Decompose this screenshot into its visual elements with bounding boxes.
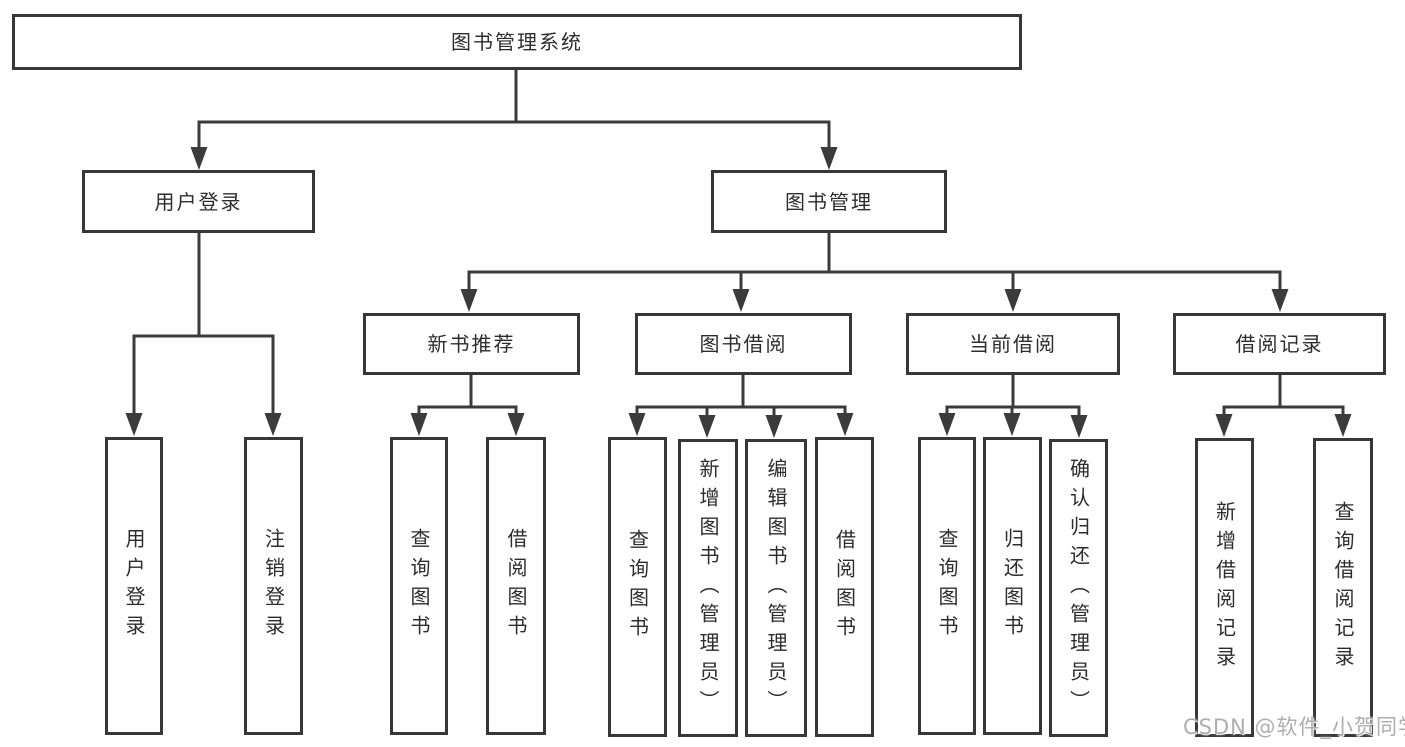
node-new-book-recommend: 新书推荐 [363, 313, 580, 375]
leaf-newbook-borrow-books: 借阅图书 [486, 437, 546, 735]
node-label: 新书推荐 [427, 332, 516, 356]
node-borrow-records: 借阅记录 [1173, 313, 1386, 375]
leaf-borrow-edit-books-admin: 编辑图书（管理员） [745, 439, 807, 737]
node-label: 图书借阅 [699, 332, 788, 356]
node-label: 借阅记录 [1235, 332, 1324, 356]
leaf-user-login: 用户登录 [105, 437, 163, 735]
csdn-watermark: CSDN @软件_小贺同学 [1183, 715, 1405, 739]
node-label: 借阅图书 [504, 528, 528, 644]
leaf-logout: 注销登录 [244, 437, 303, 735]
node-label: 用户登录 [122, 528, 146, 644]
node-label: 查询图书 [935, 528, 959, 644]
node-label: 用户登录 [154, 189, 243, 214]
node-label: 当前借阅 [969, 332, 1057, 356]
leaf-newbook-query-books: 查询图书 [390, 437, 448, 735]
node-label: 查询借阅记录 [1331, 500, 1355, 675]
leaf-borrow-borrow-books: 借阅图书 [815, 437, 874, 737]
node-label: 编辑图书（管理员） [764, 457, 788, 719]
node-label: 归还图书 [1000, 528, 1025, 644]
node-current-borrow: 当前借阅 [906, 313, 1120, 375]
node-label: 确认归还（管理员） [1066, 457, 1091, 719]
leaf-records-query-borrow-record: 查询借阅记录 [1313, 438, 1373, 737]
node-book-management: 图书管理 [711, 170, 947, 233]
node-label: 借阅图书 [832, 529, 857, 645]
node-root-library-system: 图书管理系统 [12, 14, 1022, 70]
node-label: 新增借阅记录 [1212, 500, 1237, 675]
leaf-records-add-borrow-record: 新增借阅记录 [1195, 438, 1254, 737]
node-user-login: 用户登录 [82, 170, 315, 233]
leaf-current-return-books: 归还图书 [983, 437, 1042, 735]
leaf-borrow-query-books: 查询图书 [608, 437, 667, 737]
node-book-borrow: 图书借阅 [635, 313, 852, 375]
leaf-borrow-add-books-admin: 新增图书（管理员） [678, 439, 738, 737]
node-label: 查询图书 [407, 528, 431, 644]
node-label: 新增图书（管理员） [696, 457, 720, 719]
node-label: 图书管理系统 [451, 30, 583, 54]
leaf-current-query-books: 查询图书 [918, 437, 976, 735]
node-label: 图书管理 [785, 189, 873, 214]
leaf-current-confirm-return-admin: 确认归还（管理员） [1049, 439, 1108, 737]
node-label: 查询图书 [625, 529, 650, 645]
node-label: 注销登录 [261, 528, 286, 644]
